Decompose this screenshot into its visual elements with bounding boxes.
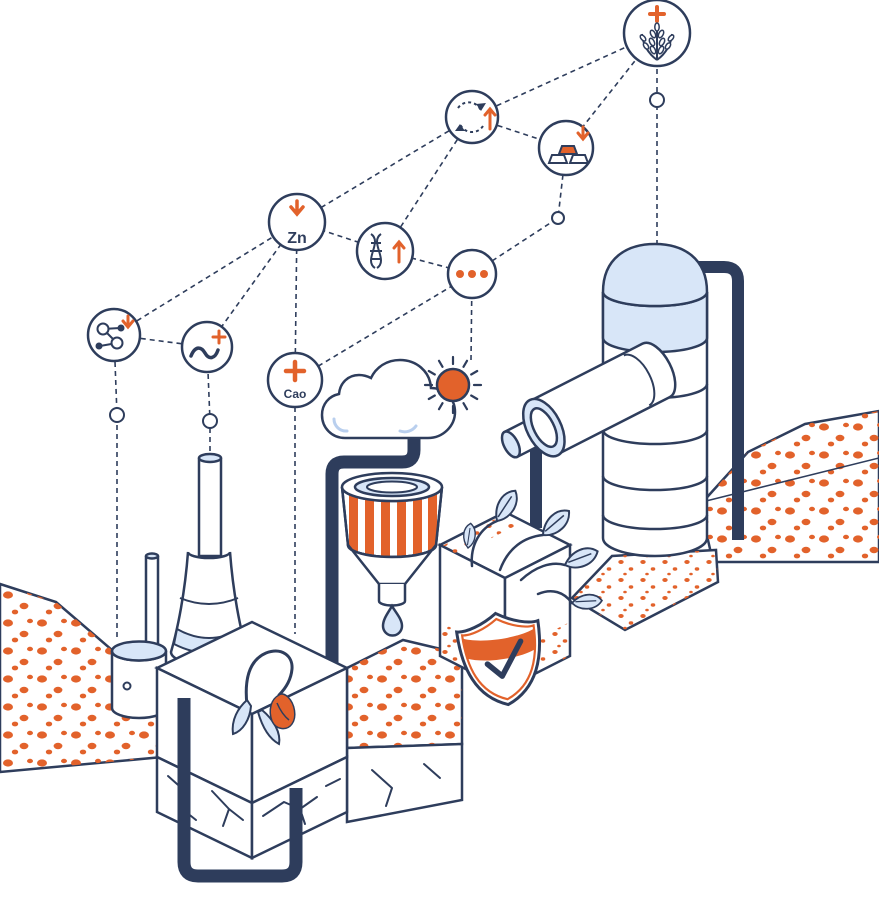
cloud-icon bbox=[320, 358, 457, 440]
pipe-frame bbox=[177, 698, 303, 883]
wilted-plant bbox=[231, 649, 296, 746]
funnel-cone bbox=[346, 541, 438, 586]
molecule-icon bbox=[95, 322, 125, 350]
down-arrow-icon bbox=[289, 199, 305, 217]
node-minerals bbox=[537, 119, 595, 177]
node-more bbox=[446, 248, 498, 300]
node-nutrient-cycle bbox=[444, 89, 500, 145]
funnel-stripes bbox=[349, 487, 437, 557]
dna-icon bbox=[370, 233, 382, 269]
funnel bbox=[340, 471, 444, 607]
network-links bbox=[113, 32, 658, 640]
node-circle bbox=[267, 192, 327, 252]
pipe-silo-right bbox=[648, 261, 744, 540]
wheat-icon bbox=[639, 22, 675, 61]
node-dna bbox=[355, 221, 415, 281]
right-soil-mound bbox=[698, 409, 879, 564]
node-calcium: Cao bbox=[266, 351, 324, 409]
ellipsis-icon bbox=[456, 270, 488, 278]
node-circle bbox=[180, 320, 234, 374]
recycle-icon bbox=[455, 101, 486, 133]
plant-leaves bbox=[463, 489, 603, 610]
plus-icon bbox=[283, 359, 307, 383]
down-arrow-icon bbox=[121, 314, 135, 330]
worm-icon bbox=[189, 346, 220, 360]
node-molecule bbox=[86, 307, 142, 363]
soil-strip-center bbox=[345, 638, 464, 824]
tank-body bbox=[528, 341, 677, 457]
soil-cracks bbox=[371, 763, 441, 807]
gold-bars-icon bbox=[547, 145, 590, 164]
network-dot bbox=[551, 211, 565, 225]
node-circle bbox=[355, 221, 415, 281]
plus-icon bbox=[211, 329, 227, 345]
protection-shield bbox=[454, 611, 542, 707]
network-dot bbox=[109, 407, 125, 423]
soil-under-silo bbox=[570, 548, 720, 632]
water-drop-icon bbox=[381, 603, 404, 637]
down-arrow-icon bbox=[576, 125, 590, 142]
network-dot bbox=[649, 92, 665, 108]
network-dots bbox=[109, 92, 665, 429]
node-worm bbox=[180, 320, 234, 374]
up-arrow-icon bbox=[392, 239, 406, 264]
funnel-spout bbox=[377, 584, 407, 607]
plant-stems bbox=[470, 519, 574, 605]
check-icon bbox=[484, 638, 524, 679]
shield-inner-border bbox=[460, 617, 537, 701]
plus-icon bbox=[648, 5, 666, 23]
silo-dome bbox=[601, 242, 709, 308]
calcium-label: Cao bbox=[284, 387, 307, 401]
horizontal-tank bbox=[500, 341, 677, 459]
node-zinc: Zn bbox=[267, 192, 327, 252]
up-arrow-icon bbox=[483, 106, 497, 131]
network-dot bbox=[202, 413, 218, 429]
pipe-funnel-left bbox=[325, 428, 421, 668]
node-circle bbox=[86, 307, 142, 363]
storage-tank bbox=[110, 552, 168, 720]
node-wheat-yield bbox=[622, 0, 692, 68]
sun-icon bbox=[423, 355, 483, 415]
zinc-label: Zn bbox=[287, 230, 307, 247]
